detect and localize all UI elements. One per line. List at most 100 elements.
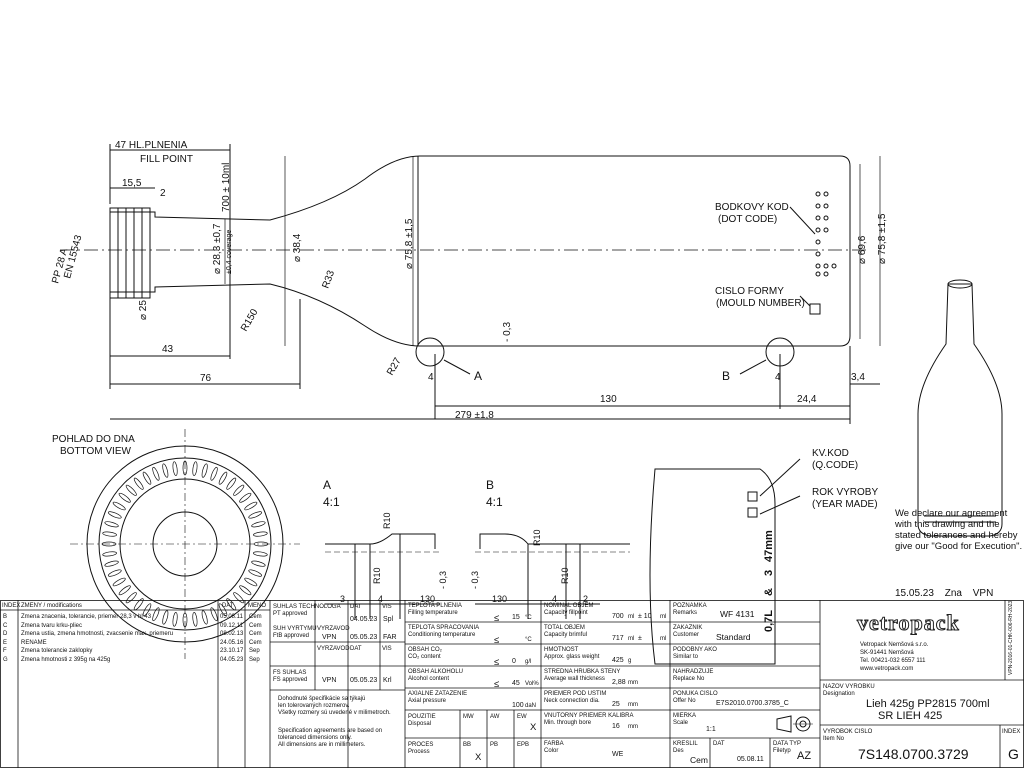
volume-value: 25 xyxy=(612,701,620,708)
volume-unit: ml xyxy=(628,636,635,642)
item-no-en: Item No xyxy=(823,736,845,742)
dim-r27: R27 xyxy=(385,356,404,378)
scale-en: Scale xyxy=(673,720,689,726)
disposal-mw: MW xyxy=(463,714,474,720)
knurl-mark xyxy=(182,612,188,628)
approval-date-label: DAT xyxy=(350,604,362,610)
knurl-mark xyxy=(162,463,169,478)
product-name-1: Lieh 425g PP2815 700ml xyxy=(866,698,990,710)
bottle-3d xyxy=(917,283,1003,537)
replace-en: Replace No xyxy=(673,676,705,682)
rok-vyroby-label: ROK VYROBY xyxy=(812,487,878,498)
dim-76: 76 xyxy=(200,373,212,384)
param-label: TEPLOTA SPRACOVANIA xyxy=(408,625,480,631)
detail-a-profile xyxy=(325,533,436,549)
detail-a-dim-3: 3 xyxy=(340,594,345,604)
row3-vis: VIS xyxy=(382,646,392,652)
process-pb: PB xyxy=(490,742,499,748)
agreement-note: We declare our agreement with this drawi… xyxy=(895,508,1023,552)
volume-value: WE xyxy=(612,751,624,758)
knurl-mark xyxy=(142,603,152,617)
dim-r150: R150 xyxy=(239,307,261,334)
changes-header-date: DAT xyxy=(222,603,234,609)
dot-code-label: BODKOVY KOD xyxy=(715,202,789,213)
dim-4-b: 4 xyxy=(775,372,781,383)
change-text: Zmena hmotnosti z 395g na 425g xyxy=(21,656,111,663)
knurl-mark xyxy=(244,501,258,511)
change-index: E xyxy=(3,639,8,646)
detail-label-b: B xyxy=(722,369,730,383)
prod-approval-en: FtB approved xyxy=(273,633,310,639)
changes-header-mods: ZMENY / modifications xyxy=(21,603,82,609)
drawn-value: Cem xyxy=(690,755,708,765)
detail-b-scale: 4:1 xyxy=(486,495,503,509)
dim-3-4: 3,4 xyxy=(851,372,865,383)
knurl-mark xyxy=(112,577,126,587)
stamp-signature: Zna xyxy=(944,588,962,599)
knurl-mark xyxy=(210,466,218,481)
knurl-mark xyxy=(218,603,228,617)
detail-a-r10-top: R10 xyxy=(382,512,392,529)
company-line-1: Vetropack Nemšová s.r.o. xyxy=(860,642,929,648)
disposal-label: POUZITIE xyxy=(408,714,436,720)
kv-kod-en: (Q.CODE) xyxy=(812,460,858,471)
volume-label: TOTAL OBJEM xyxy=(544,625,585,631)
detail-b-r10-bottom: R10 xyxy=(560,567,570,584)
detail-a-dim-0-3: - 0,3 xyxy=(438,571,448,589)
note-en-2: toleranced dimensions only. xyxy=(278,735,352,741)
volume-label: NOMINAL OBJEM xyxy=(544,603,594,609)
volume-tol: ± 10 xyxy=(638,613,652,620)
change-text: RENAME xyxy=(21,639,47,646)
detail-b-dim-4: 4 xyxy=(552,594,557,604)
change-date: 23.10.17 xyxy=(220,648,244,654)
remarks-label: POZNAMKA xyxy=(673,603,707,609)
customer-value: Standard xyxy=(716,632,751,642)
param-unit: Vol% xyxy=(525,681,539,687)
engraving-profile xyxy=(649,468,776,665)
dim-75-8-right: ⌀ 75,8 ±1,5 xyxy=(877,213,888,264)
knurl-mark xyxy=(118,492,131,503)
knurl-mark xyxy=(172,612,178,627)
param-en: Axial pressure xyxy=(408,698,447,704)
replace-label: NAHRADZUJE xyxy=(673,669,714,675)
knurl-mark xyxy=(182,460,188,476)
note-en-3: All dimensions are in millimeters. xyxy=(278,742,366,748)
engraving-volume: 0,7L xyxy=(763,610,775,632)
tech-approval-en: PT approved xyxy=(273,611,308,617)
engraving-symbol: & xyxy=(763,588,775,596)
volume-tol-unit: ml xyxy=(660,636,667,642)
param-en: CO₂ content xyxy=(408,654,441,660)
process-mark: X xyxy=(475,752,482,763)
dim-2: 2 xyxy=(160,188,166,199)
knurl-mark xyxy=(172,461,178,476)
volume-en: Approx. glass weight xyxy=(544,654,600,660)
disposal-ew: EW xyxy=(517,714,527,720)
stamp-plant: VPN xyxy=(972,588,994,599)
knurl-mark xyxy=(248,569,263,577)
change-index: C xyxy=(3,622,8,629)
volume-value: 16 xyxy=(612,723,620,730)
process-epb: EPB xyxy=(517,742,530,748)
datatype-value: AZ xyxy=(797,750,812,762)
knurl-mark xyxy=(201,610,208,625)
knurl-mark xyxy=(102,551,117,557)
approval-vis-label: VIS xyxy=(382,604,392,610)
change-name: Cem xyxy=(249,639,262,646)
approval-stamp: 15.05.23 Zna VPN xyxy=(895,588,1001,599)
detail-b-dim-130: 130 xyxy=(492,594,507,604)
param-value: 45 xyxy=(512,680,520,687)
datatype-en: Filetyp xyxy=(773,748,791,754)
tech-approval-label: SUHLAS TECHNOLOGA xyxy=(273,604,341,610)
bottle-finish xyxy=(109,207,151,299)
disposal-aw: AW xyxy=(490,714,500,720)
knurl-mark xyxy=(233,484,245,496)
volume-en: Capacity brimful xyxy=(544,632,588,638)
tech-approval-sign: Spl xyxy=(383,616,394,623)
knurl-mark xyxy=(162,610,169,625)
designation-en: Designation xyxy=(823,691,855,697)
knurl-mark xyxy=(218,471,228,485)
param-unit: °C xyxy=(525,615,532,621)
remarks-value: WF 4131 xyxy=(720,609,755,619)
